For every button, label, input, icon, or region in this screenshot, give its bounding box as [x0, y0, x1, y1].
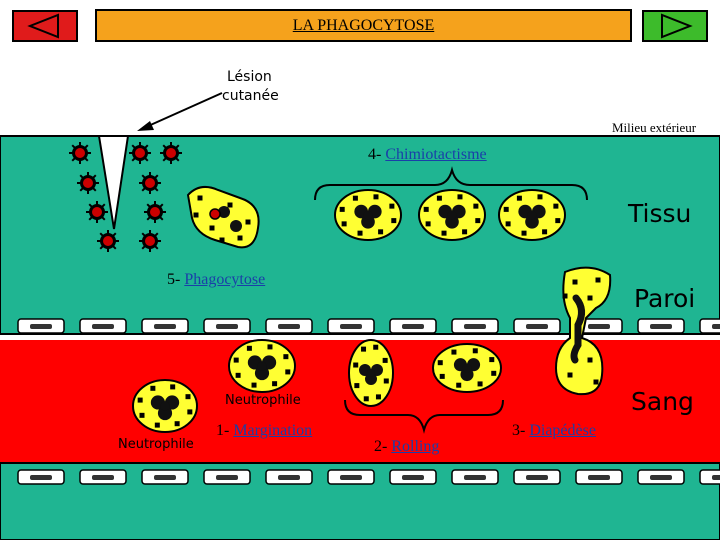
- neutrophil-group: [132, 185, 612, 433]
- diapedese-link[interactable]: Diapédèse: [529, 422, 596, 439]
- neutrophile-label-upper: Neutrophile: [225, 393, 301, 408]
- phagocytose-link[interactable]: Phagocytose: [184, 271, 266, 288]
- paroi-label: Paroi: [634, 284, 696, 313]
- page-title: LA PHAGOCYTOSE: [95, 9, 632, 42]
- phagocyte-icon: [186, 185, 260, 249]
- endothelial-cell: [79, 469, 127, 485]
- endothelial-cell: [17, 469, 65, 485]
- neutrophil-icon: [348, 339, 394, 407]
- previous-button[interactable]: [12, 10, 78, 42]
- endothelial-cell: [265, 469, 313, 485]
- bacterium-icon: [86, 201, 108, 223]
- endothelial-cell: [327, 318, 375, 334]
- bacteria-group: [69, 142, 182, 252]
- endothelial-cell: [637, 469, 685, 485]
- lesion-label-line2: cutanée: [222, 88, 279, 104]
- triangle-right-icon: [661, 13, 693, 39]
- chimiotactisme-link[interactable]: Chimiotactisme: [385, 146, 487, 163]
- endothelial-cell: [637, 318, 685, 334]
- endothelial-cell: [451, 318, 499, 334]
- step-1-number: 1-: [216, 422, 230, 439]
- triangle-left-icon: [27, 13, 59, 39]
- lesion-label-line1: Lésion: [227, 69, 272, 85]
- endothelial-cell: [141, 318, 189, 334]
- endothelial-cell: [389, 469, 437, 485]
- bacterium-icon: [97, 230, 119, 252]
- step-3-number: 3-: [512, 422, 526, 439]
- step-1-label: 1- Margination: [216, 422, 312, 440]
- bacterium-icon: [69, 142, 91, 164]
- bacterium-icon: [160, 142, 182, 164]
- vessel-wall-top: [17, 318, 720, 334]
- next-button[interactable]: [642, 10, 708, 42]
- endothelial-cell: [575, 469, 623, 485]
- bacterium-icon: [77, 172, 99, 194]
- tissu-label: Tissu: [628, 199, 692, 228]
- endothelial-cell: [141, 469, 189, 485]
- neutrophil-icon: [132, 379, 198, 433]
- margination-link[interactable]: Margination: [233, 422, 313, 439]
- step-4-number: 4-: [368, 146, 382, 163]
- step-3-label: 3- Diapédèse: [512, 422, 596, 440]
- neutrophile-label-lower: Neutrophile: [118, 437, 194, 452]
- neutrophil-icon: [334, 189, 402, 241]
- step-5-number: 5-: [167, 271, 181, 288]
- endothelial-cell: [513, 469, 561, 485]
- endothelial-cell: [699, 318, 720, 334]
- endothelial-cell: [389, 318, 437, 334]
- step-5-label: 5- Phagocytose: [167, 271, 265, 289]
- lesion-wound: [97, 135, 130, 230]
- step-2-label: 2- Rolling: [374, 438, 439, 456]
- vessel-wall-bottom: [17, 469, 720, 485]
- endothelial-cell: [451, 469, 499, 485]
- endothelial-cell: [17, 318, 65, 334]
- chemotaxis-brace: [314, 166, 588, 201]
- neutrophil-icon: [498, 189, 566, 241]
- endothelial-cell: [699, 469, 720, 485]
- neutrophil-icon: [432, 343, 502, 393]
- endothelial-cell: [513, 318, 561, 334]
- bacterium-icon: [129, 142, 151, 164]
- neutrophil-icon: [418, 189, 486, 241]
- diapedesis-cell-icon: [554, 266, 612, 396]
- bacterium-icon: [139, 172, 161, 194]
- lesion-arrow: [137, 92, 223, 131]
- endothelial-cell: [203, 469, 251, 485]
- sang-label: Sang: [631, 387, 694, 416]
- endothelial-cell: [79, 318, 127, 334]
- bacterium-icon: [144, 201, 166, 223]
- rolling-link[interactable]: Rolling: [391, 438, 440, 455]
- milieu-exterieur-label: Milieu extérieur: [612, 120, 697, 135]
- endothelial-cell: [203, 318, 251, 334]
- endothelial-cell: [327, 469, 375, 485]
- neutrophil-icon: [228, 339, 296, 393]
- rolling-brace: [344, 399, 504, 434]
- step-4-label: 4- Chimiotactisme: [368, 146, 487, 164]
- endothelial-cell: [265, 318, 313, 334]
- bacterium-icon: [139, 230, 161, 252]
- step-2-number: 2-: [374, 438, 388, 455]
